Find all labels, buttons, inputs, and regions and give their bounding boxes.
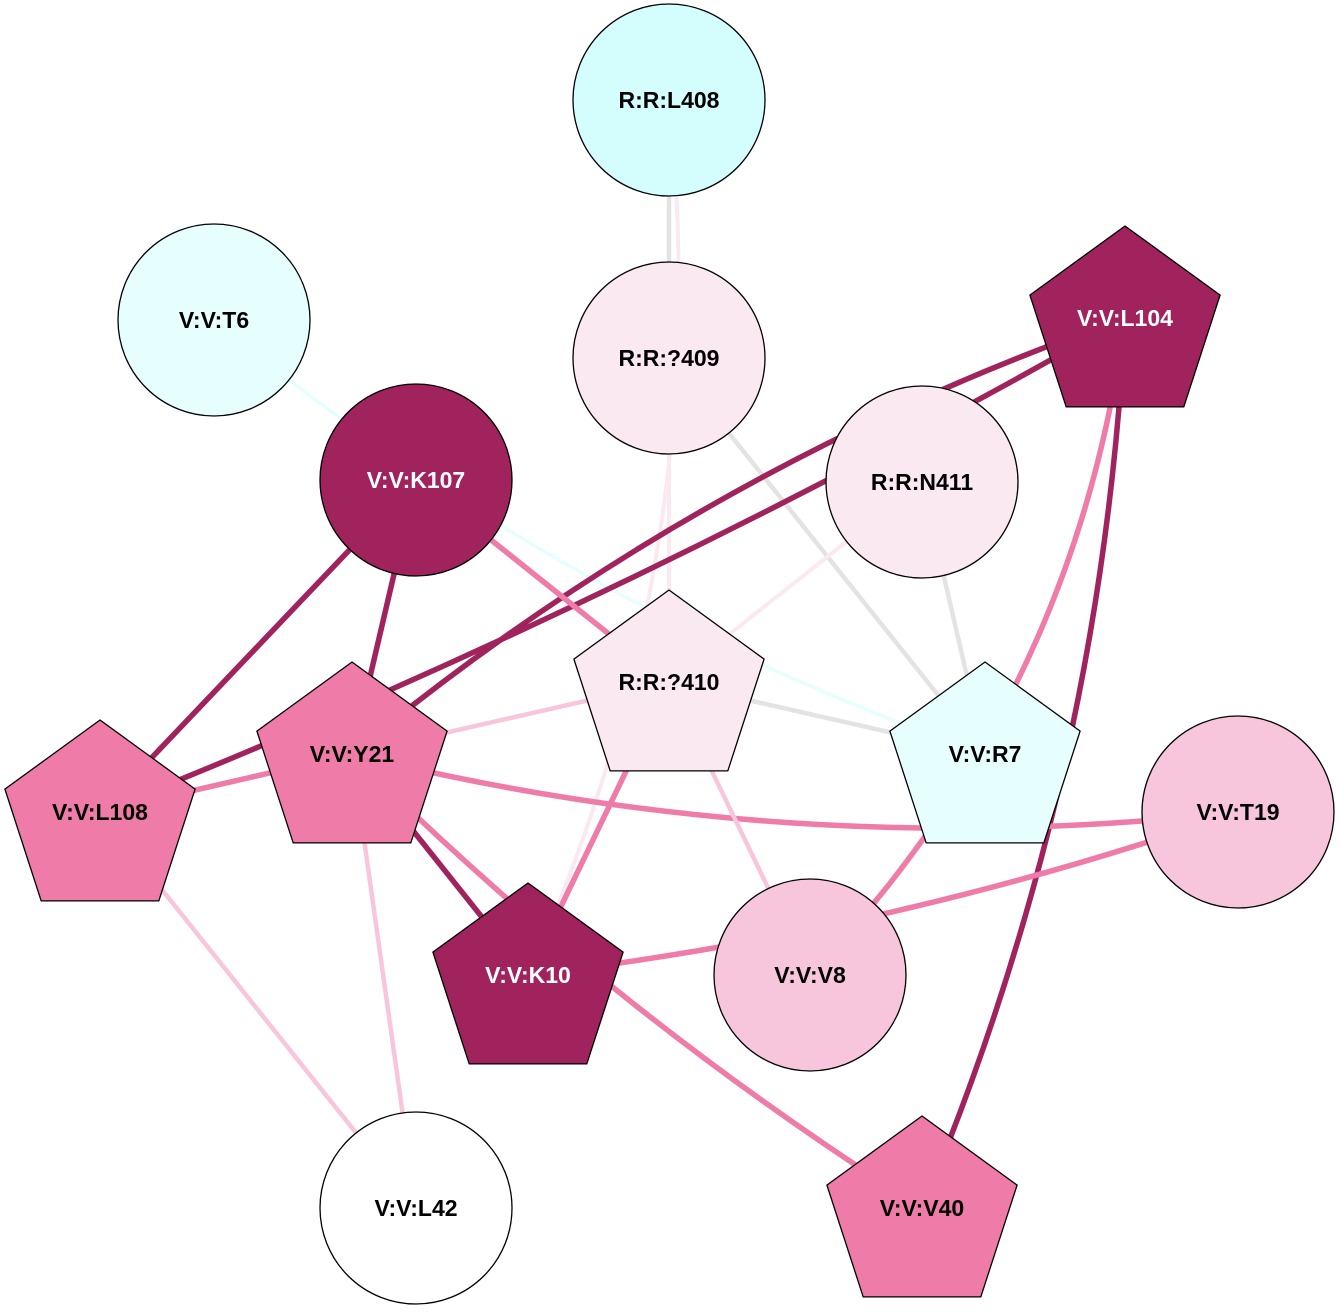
edge-vvl104-vvy21 (350, 315, 1126, 757)
node-label: V:V:K10 (485, 962, 571, 988)
edge-vvt19-vvk10 (527, 809, 1239, 978)
node-vvr7[interactable]: V:V:R7 (889, 661, 1081, 844)
node-label: V:V:T19 (1196, 799, 1279, 825)
node-label: R:R:N411 (871, 469, 973, 495)
node-vvk107[interactable]: V:V:K107 (319, 383, 513, 577)
node-label: V:V:Y21 (310, 741, 395, 767)
node-vvv40[interactable]: V:V:V40 (826, 1115, 1018, 1298)
node-label: V:V:K107 (367, 467, 465, 493)
circle-shape (572, 3, 766, 197)
node-label: V:V:V8 (774, 962, 846, 988)
circle-shape (1141, 715, 1335, 909)
circle-shape (117, 223, 311, 417)
edge-vvy21-vvv40 (350, 752, 924, 1211)
pentagon-shape (4, 719, 196, 902)
node-label: V:V:L108 (52, 799, 148, 825)
node-vvy21[interactable]: V:V:Y21 (256, 661, 448, 844)
edge-vvl104-vvv8 (808, 317, 1128, 977)
circle-shape (572, 261, 766, 455)
node-rrl408[interactable]: R:R:L408 (572, 3, 766, 197)
circle-shape (825, 385, 1019, 579)
node-vvl104[interactable]: V:V:L104 (1029, 225, 1221, 408)
edge-vvy21-vvt19 (351, 751, 1239, 831)
edge-vvl104-vvl108 (98, 315, 1127, 815)
node-rr409[interactable]: R:R:?409 (572, 261, 766, 455)
node-label: V:V:L104 (1077, 305, 1173, 331)
circle-shape (319, 1111, 513, 1305)
pentagon-shape (889, 661, 1081, 844)
node-vvl42[interactable]: V:V:L42 (319, 1111, 513, 1305)
node-rr410[interactable]: R:R:?410 (573, 589, 765, 772)
node-vvl108[interactable]: V:V:L108 (4, 719, 196, 902)
node-label: R:R:?409 (619, 345, 720, 371)
pentagon-shape (826, 1115, 1018, 1298)
node-label: V:V:R7 (949, 741, 1022, 767)
node-vvt6[interactable]: V:V:T6 (117, 223, 311, 417)
node-rrn411[interactable]: R:R:N411 (825, 385, 1019, 579)
node-vvk10[interactable]: V:V:K10 (432, 882, 624, 1065)
node-label: V:V:V40 (880, 1195, 964, 1221)
circle-shape (713, 878, 907, 1072)
pentagon-shape (256, 661, 448, 844)
node-vvt19[interactable]: V:V:T19 (1141, 715, 1335, 909)
edge-rrl408-vvk10 (526, 99, 681, 976)
pentagon-shape (573, 589, 765, 772)
node-vvv8[interactable]: V:V:V8 (713, 878, 907, 1072)
pentagon-shape (1029, 225, 1221, 408)
pentagon-shape (432, 882, 624, 1065)
node-label: V:V:T6 (179, 307, 249, 333)
node-label: V:V:L42 (374, 1195, 457, 1221)
circle-shape (319, 383, 513, 577)
node-label: R:R:?410 (619, 669, 720, 695)
node-label: R:R:L408 (619, 87, 720, 113)
edge-vvt6-vvr7 (212, 318, 986, 756)
